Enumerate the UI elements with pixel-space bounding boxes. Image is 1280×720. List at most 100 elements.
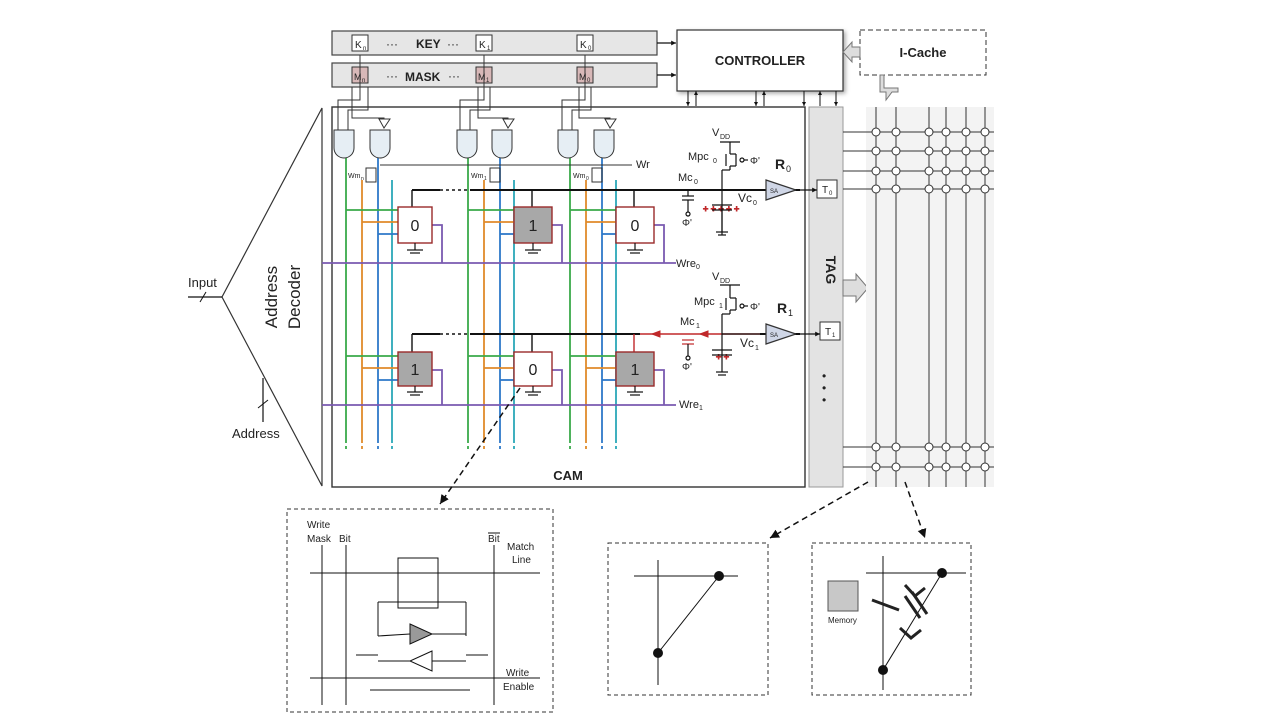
address-decoder: Address Decoder Input Address	[188, 107, 323, 487]
svg-text:•: •	[822, 381, 826, 395]
cam-block	[331, 106, 806, 488]
vdd0-label: V	[712, 127, 720, 139]
svg-text:0: 0	[529, 362, 538, 379]
svg-text:T: T	[825, 327, 831, 338]
svg-text:···: ···	[448, 69, 460, 83]
sense-circuit-1	[682, 284, 820, 376]
svg-text:SA: SA	[770, 333, 778, 339]
decoder-line2: Decoder	[285, 265, 304, 330]
cam-cell	[513, 206, 553, 244]
match-line-label-1: Match	[507, 542, 534, 553]
key-kn: K	[355, 40, 362, 51]
svg-text:n: n	[363, 46, 366, 52]
write-mask-label-2: Mask	[307, 534, 332, 545]
svg-text:SA: SA	[770, 189, 778, 195]
memory-box	[827, 580, 859, 612]
r0-label: R	[775, 156, 785, 172]
cam-cell	[615, 351, 655, 387]
svg-text:DD: DD	[720, 134, 730, 141]
controller-block: CONTROLLER	[676, 29, 844, 106]
cam-row-1: 1 0 1 Wre 1	[397, 351, 703, 412]
controller-label: CONTROLLER	[715, 53, 806, 68]
svg-text:0: 0	[631, 218, 640, 235]
svg-text:1: 1	[484, 176, 487, 182]
crosspoint-inset-2: Memory	[811, 542, 972, 696]
cam-cell	[397, 206, 433, 244]
svg-text:1: 1	[487, 46, 491, 52]
match-line-label-2: Line	[512, 555, 531, 566]
mask-m0: M	[579, 72, 587, 82]
mask-bar: M n ··· MASK ··· M 1 M 0	[331, 62, 676, 88]
svg-text:+ + + + +: + + + + +	[703, 204, 739, 214]
svg-text:0: 0	[694, 179, 698, 186]
cam-cell	[615, 206, 655, 244]
svg-text:1: 1	[696, 323, 700, 330]
phi0-top: Φ'	[750, 156, 760, 167]
cam-cell	[397, 351, 433, 387]
sense-circuit-0	[682, 141, 817, 236]
svg-text:•: •	[822, 393, 826, 407]
svg-text:0: 0	[586, 176, 589, 182]
decoder-line1: Address	[262, 266, 281, 328]
svg-text:1: 1	[631, 362, 640, 379]
wm-1-label: Wm	[471, 173, 484, 180]
icache-block: I-Cache	[842, 29, 987, 102]
tag-label: TAG	[823, 256, 839, 285]
memory-label: Memory	[828, 616, 857, 625]
svg-text:0: 0	[786, 164, 791, 174]
wm-n-label: Wm	[348, 173, 361, 180]
svg-text:0: 0	[753, 200, 757, 207]
crosspoint-inset-1	[607, 542, 769, 696]
key-k0: K	[580, 40, 587, 51]
key-dots-2: ···	[447, 37, 459, 51]
svg-text:0: 0	[588, 46, 592, 52]
bitlines	[322, 158, 676, 452]
wm-transistors	[365, 167, 603, 183]
write-enable-label-2: Enable	[503, 682, 535, 693]
svg-text:1: 1	[486, 78, 490, 84]
svg-text:T: T	[822, 185, 828, 196]
svg-text:0: 0	[713, 158, 717, 165]
bit-label: Bit	[339, 534, 351, 545]
svg-text:0: 0	[829, 191, 833, 197]
mc1-label: Mc	[680, 316, 695, 328]
cell-detail-inset: Write Mask Bit Bit Match Line Write Enab…	[286, 508, 554, 713]
cam-row-0: 0 1 0 Wre 0	[397, 206, 700, 271]
mc0-label: Mc	[678, 172, 693, 184]
wre0-label: Wre	[676, 258, 696, 270]
svg-text:1: 1	[719, 303, 723, 310]
svg-text:n: n	[362, 78, 365, 84]
svg-text:0: 0	[587, 78, 591, 84]
key-title: KEY	[416, 37, 441, 51]
mask-m1: M	[478, 72, 486, 82]
bit-bar-label: Bit	[488, 534, 500, 545]
svg-text:•: •	[822, 369, 826, 383]
phi0-bottom: Φ'	[682, 218, 692, 229]
svg-text:n: n	[361, 176, 364, 182]
svg-text:1: 1	[788, 308, 793, 318]
svg-text:1: 1	[832, 333, 836, 339]
svg-text:1: 1	[411, 362, 420, 379]
svg-text:1: 1	[755, 345, 759, 352]
svg-text:0: 0	[696, 264, 700, 271]
crossbar-array	[843, 107, 994, 487]
vdd1-label: V	[712, 271, 720, 283]
phi1-bottom: Φ'	[682, 362, 692, 373]
vc0-label: Vc	[738, 191, 752, 205]
gates	[333, 118, 617, 159]
wm-0-label: Wm	[573, 173, 586, 180]
tag-column: TAG T 0 T 1 • • •	[808, 106, 869, 488]
mpc1-label: Mpc	[694, 296, 715, 308]
cam-label: CAM	[553, 468, 583, 483]
wre1-label: Wre	[679, 399, 699, 411]
write-enable-label-1: Write	[506, 668, 530, 679]
input-label: Input	[188, 275, 217, 290]
phi1-top: Φ'	[750, 302, 760, 313]
mask-mn: M	[354, 72, 362, 82]
svg-text:DD: DD	[720, 278, 730, 285]
svg-text:1: 1	[699, 405, 703, 412]
r1-label: R	[777, 300, 787, 316]
icache-label: I-Cache	[900, 45, 947, 60]
wr-label: Wr	[636, 159, 650, 171]
